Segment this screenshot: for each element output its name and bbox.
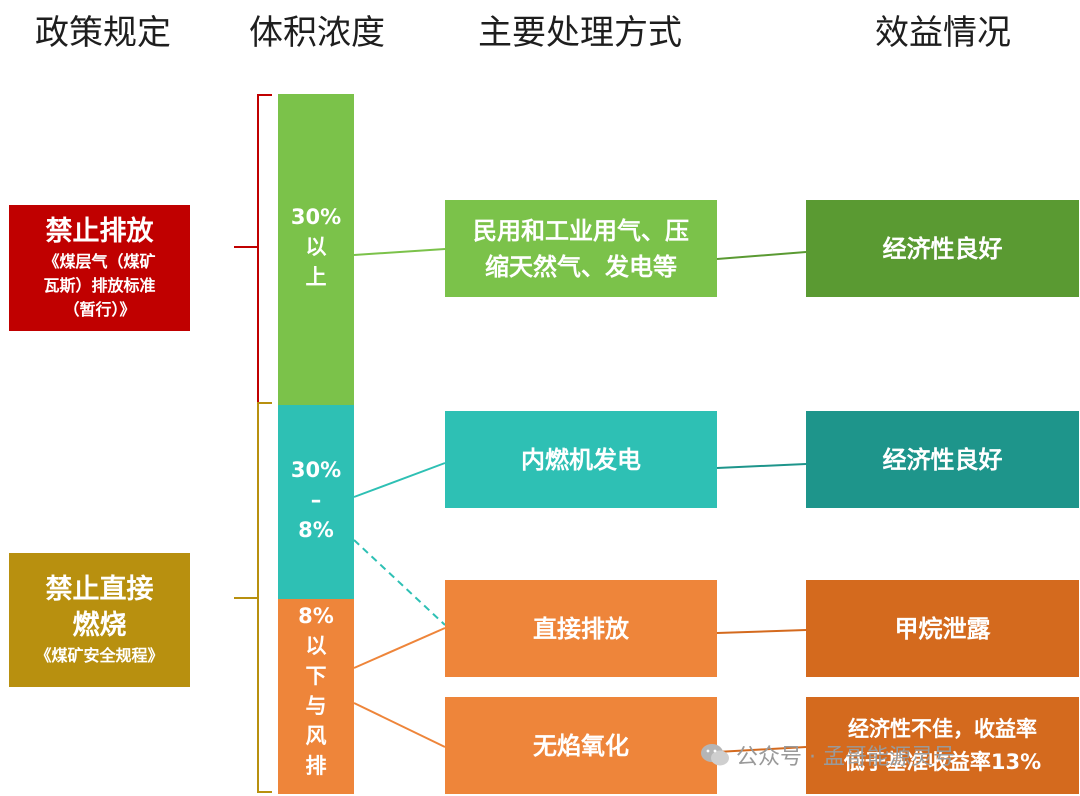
treatment-direct-emission-label: 直接排放 [533,614,629,643]
concentration-high: 30% 以 上 [278,94,354,405]
concentration-high-line-1: 30% [290,205,342,229]
treatment-gas-use-line-1: 民用和工业用气、压 [473,216,689,245]
concentration-medium-line-2: – [310,488,322,512]
benefit-poor: 经济性不佳，收益率 低于基准收益率13% [806,697,1079,794]
line-gas-use-to-good [716,251,807,260]
header-benefit: 效益情况 [875,13,1011,53]
treatment-flameless-oxidation: 无焰氧化 [445,697,717,794]
treatment-ice-power-label: 内燃机发电 [521,445,641,474]
policy-ban-burning: 禁止直接 燃烧 《煤矿安全规程》 [9,553,190,687]
line-flameless-to-poor [716,746,807,753]
policy-ban-emission-title: 禁止排放 [45,216,154,247]
benefit-good-1: 经济性良好 [806,200,1079,297]
line-direct-to-leak [716,629,807,634]
concentration-medium: 30% – 8% [278,405,354,599]
concentration-medium-line-1: 30% [290,458,342,482]
benefit-good-2: 经济性良好 [806,411,1079,508]
policy-ban-emission: 禁止排放 《煤层气（煤矿 瓦斯）排放标准 （暂行）》 [9,205,190,331]
header-treatment: 主要处理方式 [478,13,682,53]
concentration-low-line-2: 以 [305,634,327,658]
policy-ban-emission-sub-3: （暂行）》 [63,300,136,319]
policy-ban-burning-title-1: 禁止直接 [45,574,154,605]
treatment-ice-power: 内燃机发电 [445,411,717,508]
policy-ban-burning-sub: 《煤矿安全规程》 [35,646,164,665]
treatment-gas-use-line-2: 缩天然气、发电等 [485,252,677,281]
watermark-text: 公众号 · 孟哥能源灵号 [736,745,955,770]
benefit-good-2-label: 经济性良好 [882,445,1003,474]
benefit-methane-leak: 甲烷泄露 [806,580,1079,677]
benefit-methane-leak-label: 甲烷泄露 [894,614,991,643]
policy-ban-emission-sub-2: 瓦斯）排放标准 [43,276,156,295]
line-medium-to-ice [353,462,446,498]
concentration-high-line-2: 以 [305,235,327,259]
concentration-low-line-3: 下 [305,664,327,688]
benefit-poor-line-2: 低于基准收益率13% [843,749,1042,774]
treatment-gas-use: 民用和工业用气、压 缩天然气、发电等 [445,200,717,297]
concentration-low: 8% 以 下 与 风 排 [278,599,354,794]
treatment-direct-emission: 直接排放 [445,580,717,677]
concentration-low-line-5: 风 [305,724,327,748]
benefit-good-1-label: 经济性良好 [882,234,1003,263]
header-concentration: 体积浓度 [249,13,385,53]
line-low-to-direct [353,627,446,669]
brace-ban-emission [234,94,272,404]
concentration-low-line-4: 与 [305,694,327,718]
treatment-flameless-oxidation-label: 无焰氧化 [533,731,629,760]
line-medium-to-direct [353,539,446,626]
wechat-icon [701,744,729,766]
policy-ban-emission-sub-1: 《煤层气（煤矿 [43,252,156,271]
policy-ban-burning-title-2: 燃烧 [72,610,127,641]
benefit-poor-line-1: 经济性不佳，收益率 [848,716,1037,741]
concentration-low-line-6: 排 [305,754,327,778]
line-ice-to-good [716,463,807,469]
brace-ban-burning [234,402,272,793]
header-policy: 政策规定 [35,13,171,53]
line-low-to-flameless [353,702,446,748]
line-high-to-gas-use [353,248,446,256]
concentration-high-line-3: 上 [305,265,327,289]
concentration-medium-line-3: 8% [298,518,334,542]
concentration-low-line-1: 8% [298,604,334,628]
watermark: 公众号 · 孟哥能源灵号 [700,735,955,775]
